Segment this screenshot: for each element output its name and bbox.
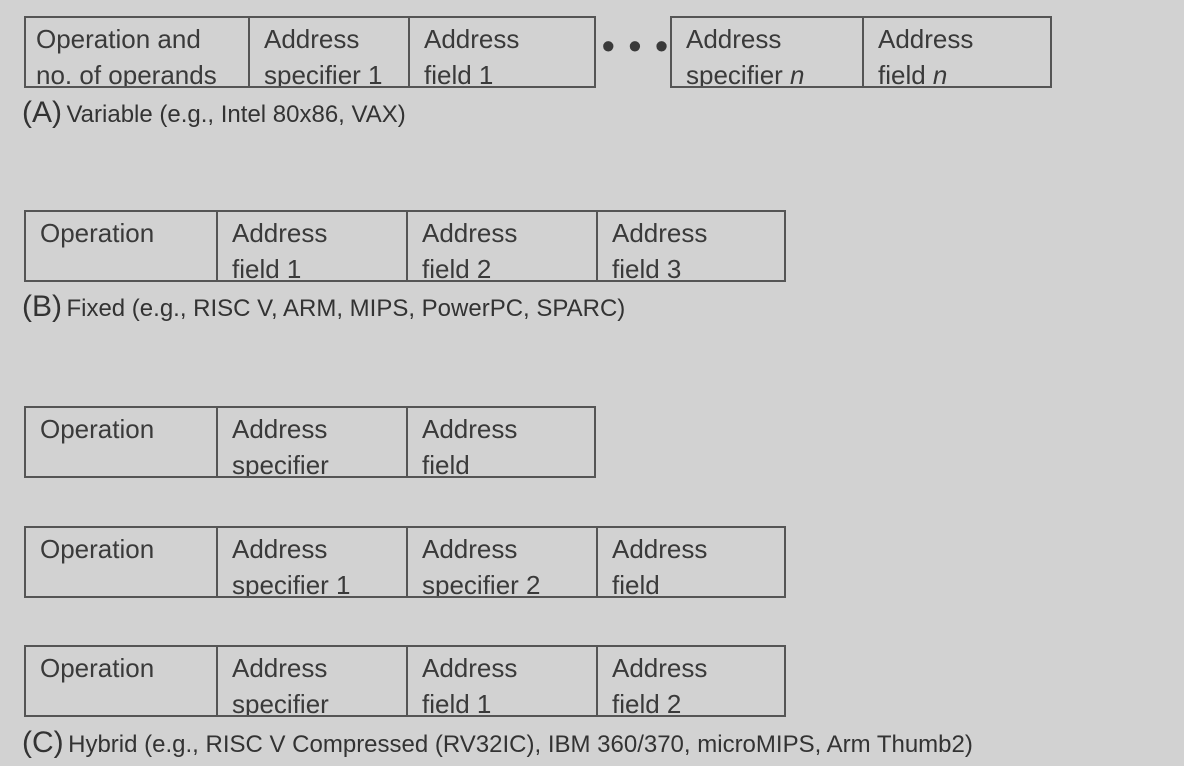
field-address-specifier-1: Address specifier 1 [216,528,406,596]
field-address-field-2: Address field 2 [406,212,596,280]
field-address-field-1: Address field 1 [216,212,406,280]
caption-fixed: (B) Fixed (e.g., RISC V, ARM, MIPS, Powe… [22,290,625,324]
caption-text: Fixed (e.g., RISC V, ARM, MIPS, PowerPC,… [66,295,626,322]
field-address-specifier: Address specifier [216,408,406,476]
caption-text: Hybrid (e.g., RISC V Compressed (RV32IC)… [68,731,973,758]
field-address-specifier-1: Address specifier 1 [248,18,408,86]
caption-text: Variable (e.g., Intel 80x86, VAX) [66,101,406,128]
hybrid-format-3: Operation Address specifier Address fiel… [24,645,786,717]
field-operation: Operation [40,414,155,444]
field-address-field: Address field [406,408,592,476]
fixed-format: Operation Address field 1 Address field … [24,210,786,282]
variable-format-right: Address specifier n Address field n [670,16,1052,88]
field-address-field-3: Address field 3 [596,212,782,280]
field-address-field-2: Address field 2 [596,647,782,715]
field-address-specifier-n: Address specifier n [686,24,805,86]
field-operation: Operation [40,653,155,683]
hybrid-format-1: Operation Address specifier Address fiel… [24,406,596,478]
field-address-specifier: Address specifier [216,647,406,715]
field-address-field-1: Address field 1 [406,647,596,715]
field-address-field-1: Address field 1 [408,18,594,86]
caption-letter: (B) [22,290,62,323]
caption-hybrid: (C) Hybrid (e.g., RISC V Compressed (RV3… [22,726,973,760]
field-address-field-n: Address field n [862,18,1050,86]
field-operation: Operation [40,534,155,564]
ellipsis: • • • [602,25,670,66]
caption-variable: (A) Variable (e.g., Intel 80x86, VAX) [22,96,406,130]
caption-letter: (C) [22,726,64,759]
caption-letter: (A) [22,96,62,129]
field-operation: Operation [40,218,155,248]
hybrid-format-2: Operation Address specifier 1 Address sp… [24,526,786,598]
field-address-field: Address field [596,528,782,596]
field-operation-and-operands: Operation and no. of operands [36,24,217,86]
variable-format-left: Operation and no. of operands Address sp… [24,16,596,88]
field-address-specifier-2: Address specifier 2 [406,528,596,596]
